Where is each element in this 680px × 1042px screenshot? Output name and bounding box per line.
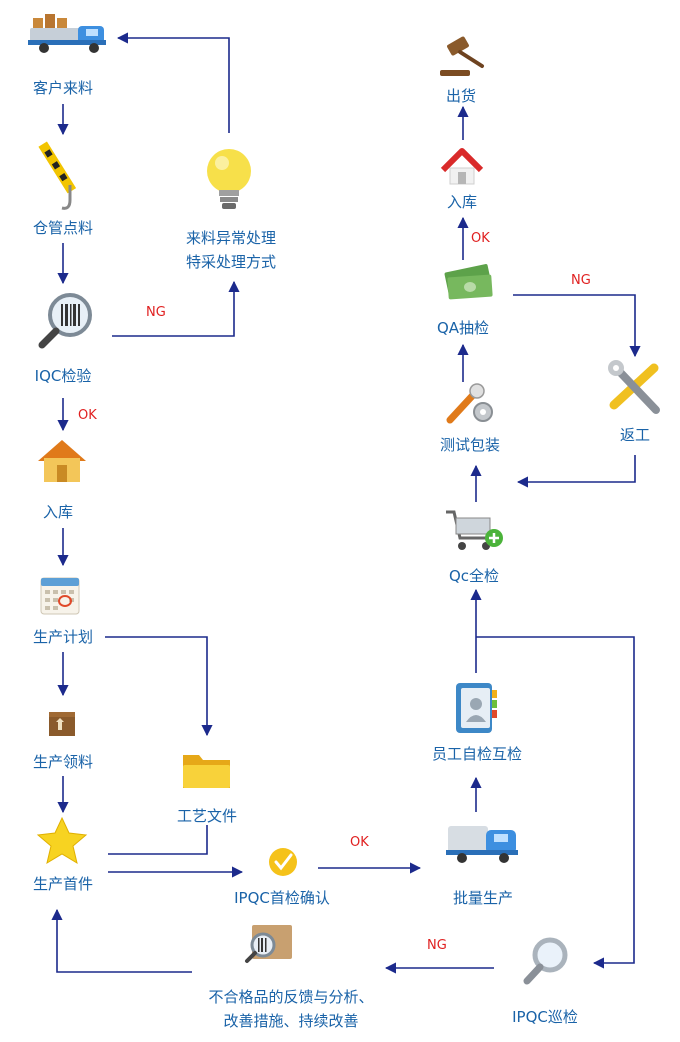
- ok-tag-qa: OK: [471, 231, 490, 246]
- arrow-plan-to-docs: [105, 636, 213, 737]
- arrow-branch-to-patrol: [476, 636, 635, 969]
- gavel-icon: [440, 36, 484, 76]
- arrow-rework-to-test: [516, 455, 636, 488]
- warehouse-in-right-label: 入库: [446, 193, 478, 211]
- warehouse-count-label: 仓管点料: [32, 219, 94, 237]
- rework-label: 返工: [619, 426, 651, 444]
- shopping-cart-add-icon: [446, 510, 503, 550]
- arrow-iqc-ng-to-abnormal: [112, 280, 240, 337]
- money-stack-icon: [444, 264, 493, 300]
- ng-tag-iqc: NG: [146, 305, 166, 320]
- ok-tag-iqc: OK: [78, 408, 97, 423]
- wrench-screwdriver-icon: [608, 360, 660, 414]
- delivery-van-icon: [446, 826, 518, 863]
- production-plan-label: 生产计划: [32, 628, 94, 646]
- arrow-qa-ng-to-rework: [513, 294, 641, 358]
- arrow-abnormal-to-customer: [116, 32, 230, 133]
- house-roof-icon: [440, 148, 484, 185]
- ipqc-patrol-label: IPQC巡检: [512, 1008, 578, 1026]
- calendar-icon: [40, 577, 80, 615]
- customer-material-label: 客户来料: [32, 79, 94, 97]
- check-badge-icon: [269, 848, 297, 876]
- wrench-gear-icon: [446, 383, 493, 424]
- mass-production-label: 批量生产: [452, 889, 514, 907]
- feedback-line2: 改善措施、持续改善: [223, 1012, 359, 1030]
- production-picking-label: 生产领料: [32, 753, 94, 771]
- process-docs-label: 工艺文件: [176, 807, 238, 825]
- ipqc-first-confirm-label: IPQC首检确认: [234, 889, 330, 907]
- arrow-feedback-to-first: [51, 908, 192, 973]
- delivery-truck-icon: [28, 14, 106, 53]
- ng-tag-qa: NG: [571, 273, 591, 288]
- address-book-icon: [456, 683, 497, 733]
- first-article-label: 生产首件: [32, 875, 94, 893]
- line-docs-to-first: [108, 825, 208, 855]
- light-bulb-icon: [207, 149, 251, 209]
- folder-icon: [183, 755, 230, 788]
- feedback-label: 不合格品的反馈与分析、 改善措施、持续改善: [208, 985, 373, 1033]
- test-packing-label: 测试包装: [439, 436, 501, 454]
- abnormal-line2: 特采处理方式: [185, 253, 277, 271]
- house-icon: [38, 440, 86, 482]
- crane-hook-icon: [38, 141, 77, 210]
- ng-tag-patrol: NG: [427, 938, 447, 953]
- ok-tag-ipqc: OK: [350, 835, 369, 850]
- star-icon: [36, 816, 88, 865]
- magnifier-icon: [523, 937, 568, 985]
- iqc-inspection-label: IQC检验: [34, 367, 92, 385]
- feedback-line1: 不合格品的反馈与分析、: [208, 988, 374, 1006]
- qc-full-check-label: Qc全检: [448, 567, 500, 585]
- shipping-label: 出货: [445, 87, 477, 105]
- abnormal-handling-label: 来料异常处理 特采处理方式: [186, 226, 276, 274]
- self-mutual-check-label: 员工自检互检: [431, 745, 523, 763]
- warehouse-in-left-label: 入库: [42, 503, 74, 521]
- abnormal-line1: 来料异常处理: [185, 229, 277, 247]
- barcode-magnifier-icon: [38, 293, 92, 349]
- package-box-icon: [49, 712, 75, 736]
- qa-sampling-label: QA抽检: [436, 319, 490, 337]
- barcode-box-icon: [245, 925, 292, 963]
